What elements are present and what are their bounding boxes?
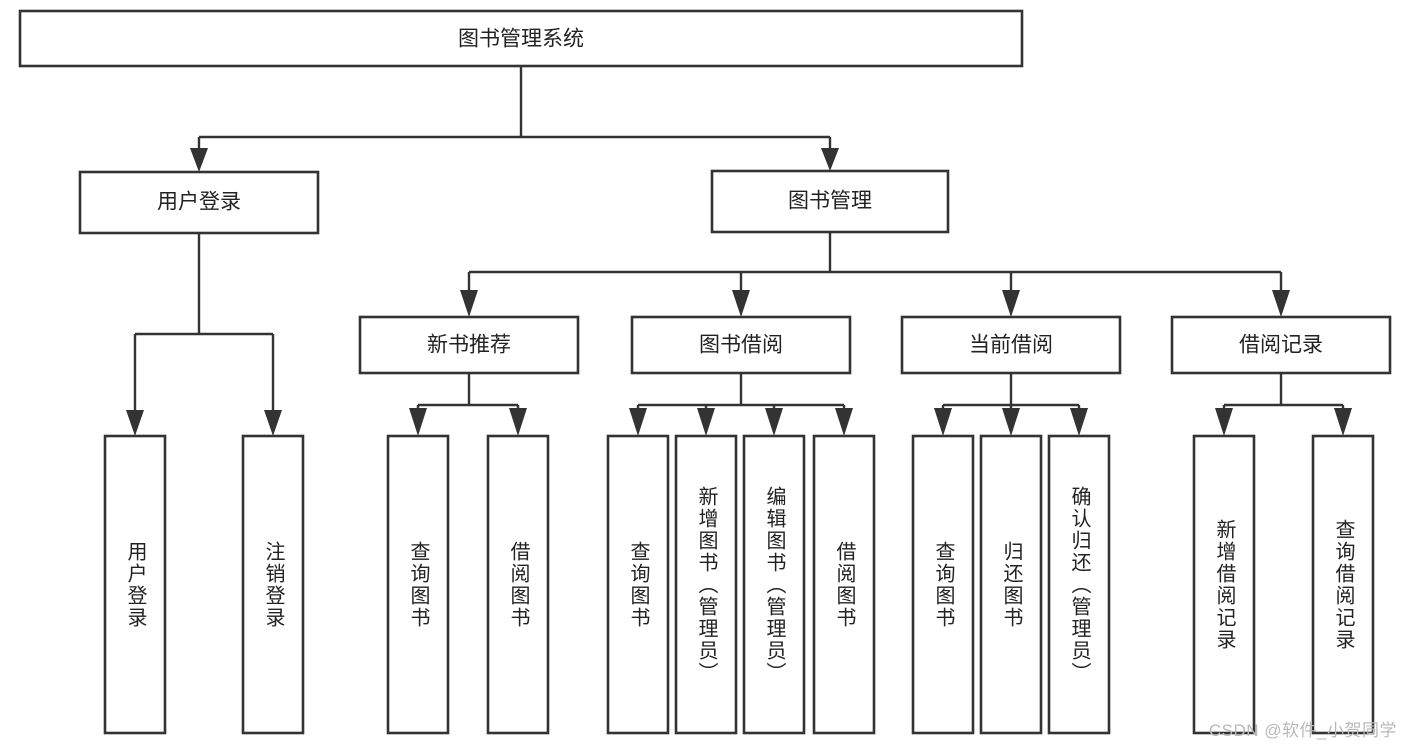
node-new-book-recommend-box[interactable] [358,315,580,375]
arrowhead-currentborrow-leaf-3 [1070,408,1088,436]
node-root-label: 图书管理系统 [458,28,584,51]
arrowhead-bookborrow-leaf-1 [629,408,647,436]
arrowhead-newbook-leaf-2 [509,408,527,436]
leaf-currentborrow-confirm-return-box[interactable] [1047,434,1111,735]
leaf-logout-box[interactable] [241,434,305,735]
leaf-user-login-box[interactable] [103,434,167,735]
arrowhead-book-borrow [732,290,750,317]
node-user-login-label: 用户登录 [157,191,241,214]
leaf-borrowrecord-query-record-box[interactable] [1311,434,1375,735]
leaf-borrowrecord-add-record-box[interactable] [1192,434,1256,735]
node-user-login-box[interactable] [78,170,320,235]
node-borrow-record-box[interactable] [1170,315,1392,375]
arrowhead-newbook-leaf-1 [409,408,427,436]
node-book-management-label: 图书管理 [788,190,872,213]
leaf-currentborrow-query-book-box[interactable] [911,434,975,735]
leaf-bookborrow-add-book-box[interactable] [674,434,738,735]
arrowhead-current-borrow [1002,290,1020,317]
leaf-bookborrow-edit-book-box[interactable] [742,434,806,735]
leaf-bookborrow-query-book-box[interactable] [606,434,670,735]
leaf-newbook-query-book-box[interactable] [386,434,450,735]
arrowhead-book-mgmt [821,148,839,171]
node-book-borrow-label: 图书借阅 [699,334,783,357]
arrowhead-currentborrow-leaf-1 [934,408,952,436]
arrowhead-borrow-record [1272,290,1290,317]
node-book-borrow-box[interactable] [630,315,852,375]
node-current-borrow-label: 当前借阅 [969,334,1053,357]
arrowhead-leaf-user-login [126,410,144,436]
arrowhead-borrowrecord-leaf-2 [1334,408,1352,436]
node-borrow-record-label: 借阅记录 [1239,334,1323,357]
arrowhead-new-book-recommend [460,290,478,317]
connector-layer [126,66,1352,436]
csdn-watermark: CSDN @软件_小贺同学 [1208,721,1397,740]
node-layer: 图书管理系统 用户登录 图书管理 新书推荐 图书借阅 当前借阅 借阅记录 [18,9,1392,735]
node-current-borrow-box[interactable] [900,315,1122,375]
node-book-management-box[interactable] [710,169,950,234]
arrowhead-currentborrow-leaf-2 [1002,408,1020,436]
arrowhead-borrowrecord-leaf-1 [1215,408,1233,436]
arrowhead-leaf-logout [264,410,282,436]
leaf-currentborrow-return-book-box[interactable] [979,434,1043,735]
arrowhead-user-login [190,148,208,172]
node-new-book-recommend-label: 新书推荐 [427,334,511,357]
arrowhead-bookborrow-leaf-2 [697,408,715,436]
node-root-box[interactable] [18,9,1024,68]
arrowhead-bookborrow-leaf-4 [835,408,853,436]
arrowhead-bookborrow-leaf-3 [765,408,783,436]
leaf-bookborrow-borrow-book-box[interactable] [812,434,876,735]
leaf-newbook-borrow-book-box[interactable] [486,434,550,735]
